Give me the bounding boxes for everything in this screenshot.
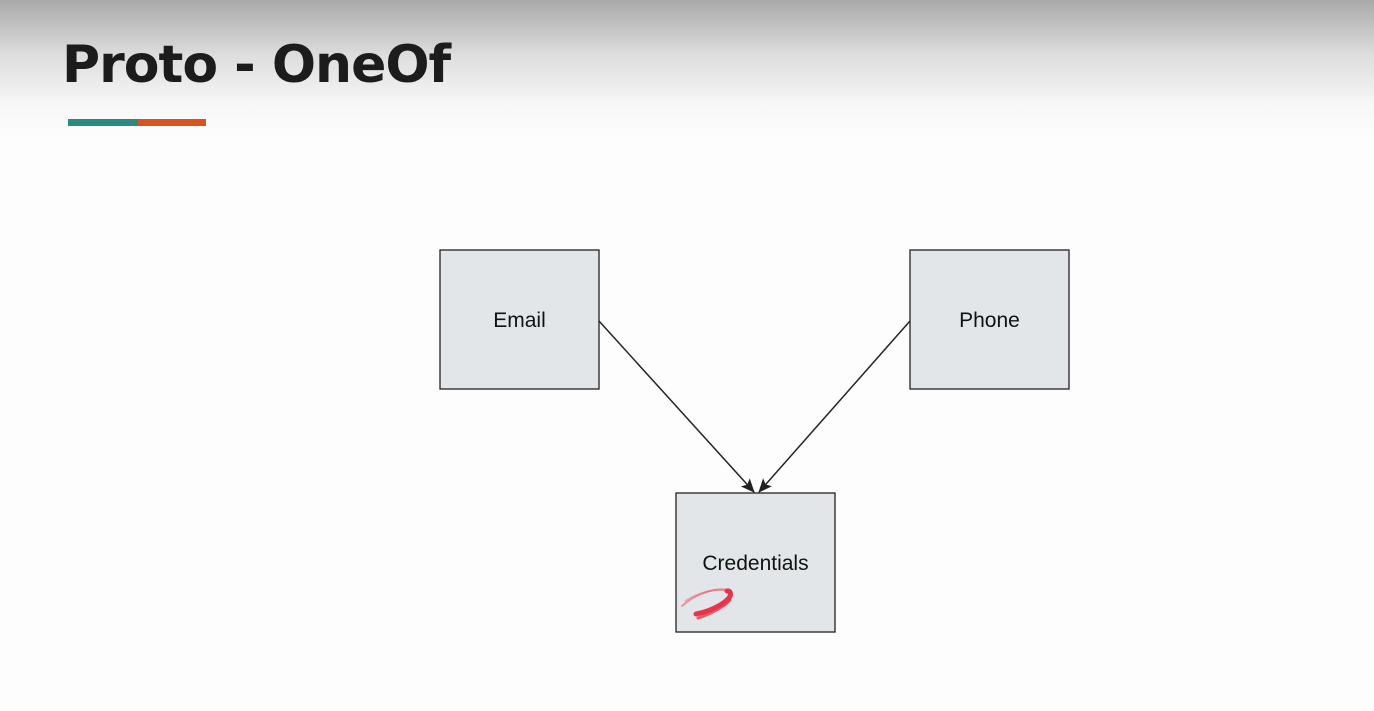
edge-phone-to-credentials: [758, 320, 911, 493]
node-email: Email: [439, 249, 600, 390]
title-underline-orange: [138, 119, 206, 126]
node-credentials: Credentials: [675, 492, 836, 633]
node-phone-label: Phone: [959, 309, 1020, 332]
title-underline-teal: [68, 119, 138, 126]
title-header-band: [0, 0, 1374, 140]
slide-title: Proto - OneOf: [62, 35, 451, 95]
edge-email-to-credentials: [598, 320, 755, 493]
node-phone: Phone: [909, 249, 1070, 390]
red-pen-annotation: [681, 588, 733, 620]
node-email-label: Email: [493, 309, 546, 332]
node-credentials-label: Credentials: [702, 552, 808, 575]
